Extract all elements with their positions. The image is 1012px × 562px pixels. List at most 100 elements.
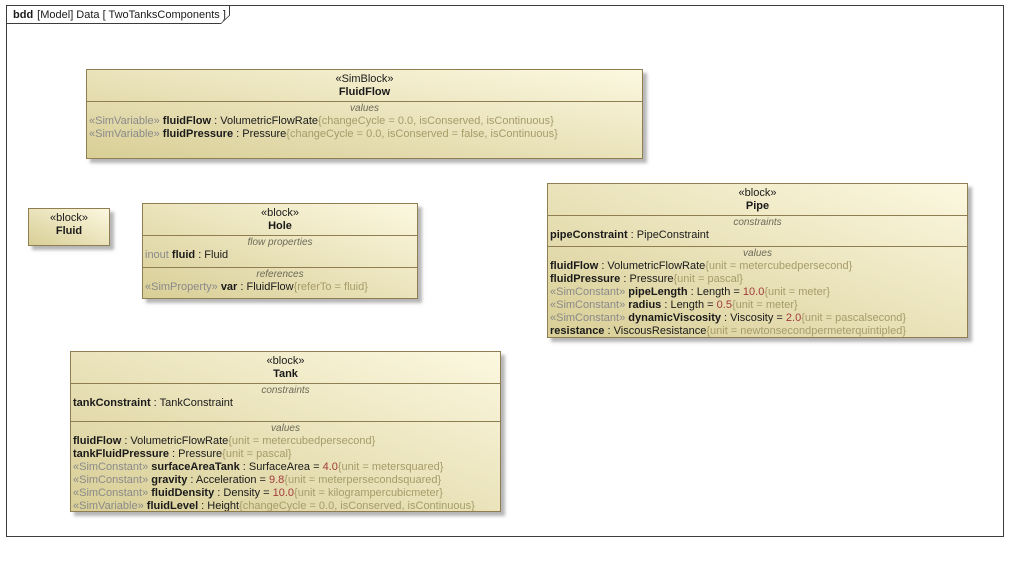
property-row[interactable]: fluidFlow : VolumetricFlowRate{unit = me…	[71, 435, 500, 448]
property-row[interactable]: «SimConstant» gravity : Acceleration = 9…	[71, 474, 500, 487]
compartment-values: values«SimVariable» fluidFlow : Volumetr…	[87, 101, 642, 158]
text-segment-p: : Acceleration =	[187, 474, 269, 486]
property-row[interactable]: tankConstraint : TankConstraint	[71, 397, 500, 410]
text-segment-tag: {unit = meterpersecondsquared}	[284, 474, 442, 486]
text-segment-tag: {unit = newtonsecondpermeterquintipled}	[706, 325, 907, 337]
property-row[interactable]: resistance : ViscousResistance{unit = ne…	[548, 325, 967, 337]
text-segment-tag: {unit = kilogrampercubicmeter}	[294, 487, 443, 499]
block-name: Pipe	[745, 200, 770, 212]
block-name: FluidFlow	[338, 86, 391, 98]
property-row[interactable]: pipeConstraint : PipeConstraint	[548, 229, 967, 242]
compartment-label: constraints	[733, 217, 782, 228]
text-segment-p: : Pressure	[620, 273, 674, 285]
property-row[interactable]: «SimProperty» var : FluidFlow{referTo = …	[143, 281, 417, 294]
compartment-label: references	[256, 269, 304, 280]
block-header: «block» Fluid	[29, 209, 109, 240]
text-segment-kw: inout	[145, 249, 172, 261]
text-segment-val: 9.8	[268, 474, 285, 486]
property-row[interactable]: inout fluid : Fluid	[143, 249, 417, 262]
block-stereotype: «block»	[738, 187, 777, 199]
text-segment-b: radius	[628, 299, 662, 311]
compartment-label: constraints	[261, 385, 310, 396]
text-segment-p: : Viscosity =	[721, 312, 786, 324]
text-segment-b: fluidDensity	[151, 487, 215, 499]
text-segment-p: : SurfaceArea =	[239, 461, 323, 473]
block-name: Tank	[273, 368, 298, 380]
text-segment-val: 4.0	[322, 461, 338, 473]
text-segment-tag: {changeCycle = 0.0, isConserved = false,…	[286, 128, 558, 140]
text-segment-b: dynamicViscosity	[628, 312, 721, 324]
text-segment-kw: «SimVariable»	[73, 500, 147, 511]
block-header: «block» Hole	[143, 204, 417, 235]
block-stereotype: «block»	[261, 207, 299, 219]
text-segment-b: resistance	[550, 325, 605, 337]
text-segment-p: : Length =	[687, 286, 743, 298]
compartment-label: values	[743, 248, 772, 259]
text-segment-p: : TankConstraint	[150, 397, 233, 409]
property-row[interactable]: «SimConstant» surfaceAreaTank : SurfaceA…	[71, 461, 500, 474]
text-segment-p: : FluidFlow	[237, 281, 294, 293]
text-segment-tag: {unit = meter}	[764, 286, 831, 298]
text-segment-val: 10.0	[272, 487, 295, 499]
text-segment-b: tankConstraint	[73, 397, 151, 409]
text-segment-b: fluidFlow	[162, 115, 212, 127]
block-header: «SimBlock» FluidFlow	[87, 70, 642, 101]
text-segment-tag: {changeCycle = 0.0, isConserved, isConti…	[239, 500, 475, 511]
diagram-kind-label: bdd	[13, 8, 34, 21]
text-segment-kw: «SimVariable»	[89, 128, 163, 140]
compartment-references: references«SimProperty» var : FluidFlow{…	[143, 267, 417, 298]
property-row[interactable]: fluidPressure : Pressure{unit = pascal}	[548, 273, 967, 286]
property-row[interactable]: «SimConstant» pipeLength : Length = 10.0…	[548, 286, 967, 299]
text-segment-kw: «SimConstant»	[550, 286, 629, 298]
block-fluidflow[interactable]: «SimBlock» FluidFlow values«SimVariable»…	[86, 69, 643, 159]
property-row[interactable]: fluidFlow : VolumetricFlowRate{unit = me…	[548, 260, 967, 273]
block-fluid[interactable]: «block» Fluid	[28, 208, 110, 246]
diagram-title: [Model] Data [ TwoTanksComponents ]	[37, 8, 226, 21]
block-stereotype: «block»	[266, 355, 305, 367]
block-stereotype: «SimBlock»	[335, 73, 394, 85]
property-row[interactable]: «SimConstant» fluidDensity : Density = 1…	[71, 487, 500, 500]
text-segment-val: 2.0	[785, 312, 802, 324]
property-row[interactable]: «SimVariable» fluidFlow : VolumetricFlow…	[87, 115, 642, 128]
block-compartments: values«SimVariable» fluidFlow : Volumetr…	[87, 101, 642, 158]
text-segment-kw: «SimConstant»	[73, 474, 152, 486]
text-segment-p: : VolumetricFlowRate	[211, 115, 319, 127]
compartment-label: flow properties	[247, 237, 313, 248]
text-segment-tag: {unit = pascalsecond}	[801, 312, 907, 324]
text-segment-b: surfaceAreaTank	[151, 461, 240, 473]
text-segment-p: : Height	[198, 500, 240, 511]
text-segment-p: : Fluid	[195, 249, 229, 261]
text-segment-b: fluidPressure	[550, 273, 621, 285]
text-segment-b: fluid	[171, 249, 196, 261]
text-segment-tag: {unit = metercubedpersecond}	[228, 435, 376, 447]
text-segment-kw: «SimConstant»	[550, 299, 629, 311]
block-header: «block» Pipe	[548, 184, 967, 215]
text-segment-p: : ViscousResistance	[604, 325, 707, 337]
property-row[interactable]: «SimVariable» fluidPressure : Pressure{c…	[87, 128, 642, 141]
property-row[interactable]: «SimVariable» fluidLevel : Height{change…	[71, 500, 500, 511]
text-segment-kw: «SimConstant»	[73, 487, 152, 499]
text-segment-b: tankFluidPressure	[73, 448, 169, 460]
property-row[interactable]: «SimConstant» radius : Length = 0.5{unit…	[548, 299, 967, 312]
compartment-label: values	[271, 423, 300, 434]
block-name: Fluid	[55, 225, 83, 237]
property-row[interactable]: tankFluidPressure : Pressure{unit = pasc…	[71, 448, 500, 461]
diagram-frame-tab[interactable]: bdd [Model] Data [ TwoTanksComponents ]	[6, 5, 230, 24]
block-name: Hole	[268, 220, 292, 232]
property-row[interactable]: «SimConstant» dynamicViscosity : Viscosi…	[548, 312, 967, 325]
block-compartments	[29, 240, 109, 245]
text-segment-p: : VolumetricFlowRate	[598, 260, 706, 272]
block-stereotype: «block»	[50, 212, 88, 224]
block-header: «block» Tank	[71, 352, 500, 383]
text-segment-tag: {referTo = fluid}	[293, 281, 368, 293]
text-segment-tag: {changeCycle = 0.0, isConserved, isConti…	[318, 115, 554, 127]
